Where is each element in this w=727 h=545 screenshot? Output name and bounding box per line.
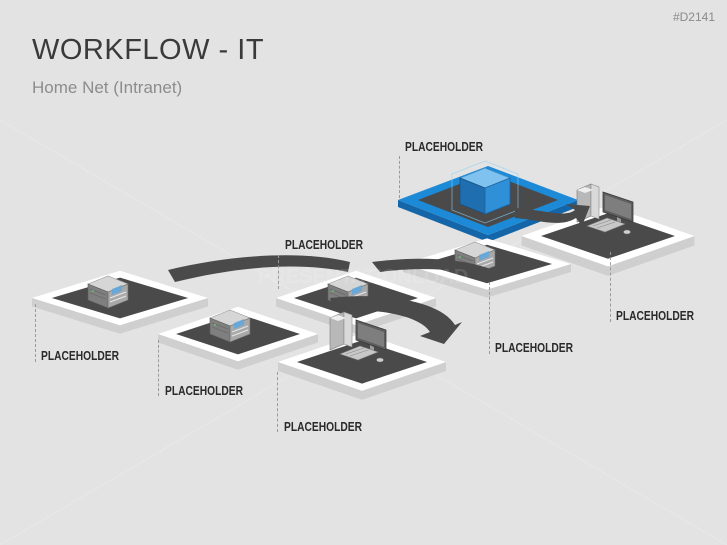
leader-line <box>399 156 400 198</box>
leader-line <box>278 255 279 289</box>
arrow-icon <box>168 204 590 344</box>
label-bottom-center: PLACEHOLDER <box>284 420 363 434</box>
platform-bottom-center <box>278 311 446 400</box>
watermark: PRESENTATIONLOAD <box>258 266 468 288</box>
label-mid-right: PLACEHOLDER <box>495 341 574 355</box>
label-left-lower: PLACEHOLDER <box>165 384 244 398</box>
leader-line <box>35 304 36 362</box>
slide-id: #D2141 <box>672 10 715 24</box>
label-cloud: PLACEHOLDER <box>405 140 484 154</box>
leader-line <box>158 340 159 396</box>
label-center: PLACEHOLDER <box>285 238 364 252</box>
leader-line <box>489 282 490 354</box>
label-top-right: PLACEHOLDER <box>616 309 695 323</box>
cloud-cube-icon <box>451 160 519 224</box>
label-left: PLACEHOLDER <box>41 349 120 363</box>
leader-line <box>277 372 278 432</box>
page-subtitle: Home Net (Intranet) <box>32 78 183 97</box>
leader-line <box>610 252 611 322</box>
page-title: WORKFLOW - IT <box>32 34 265 66</box>
